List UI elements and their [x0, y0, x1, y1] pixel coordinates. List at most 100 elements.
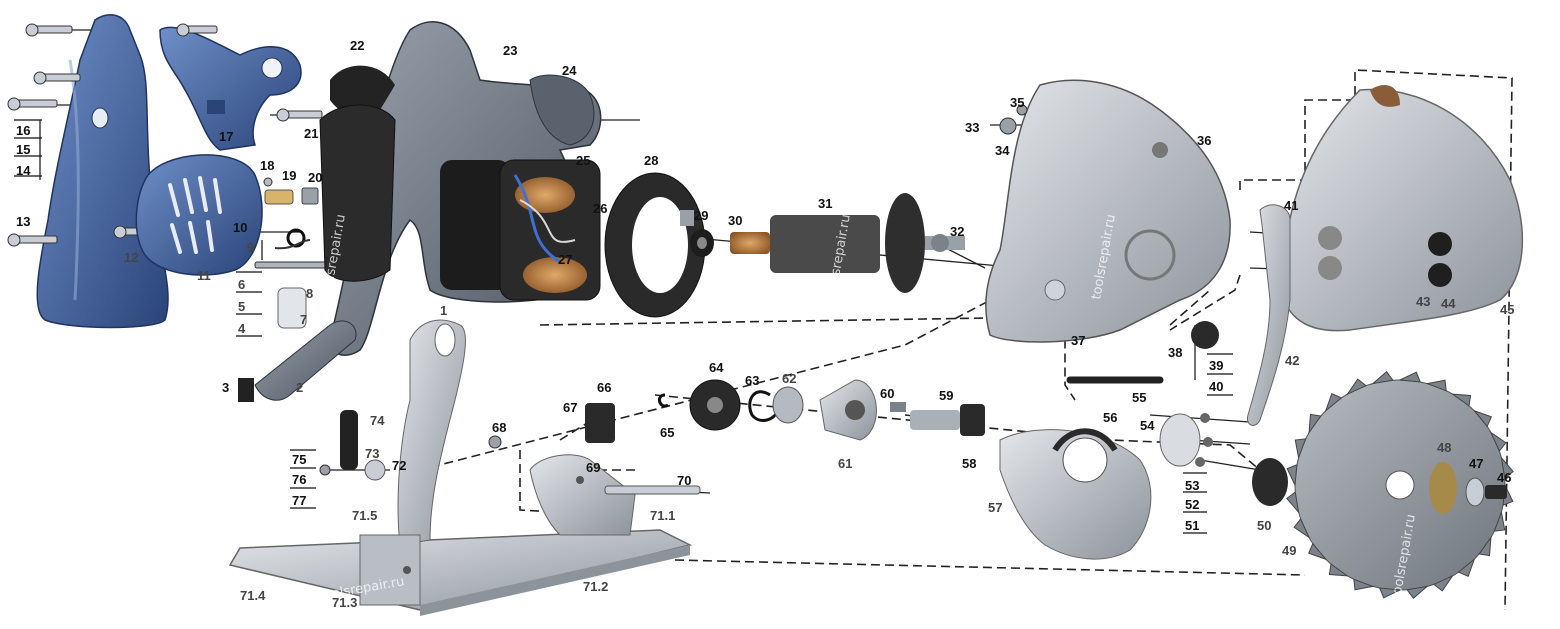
- part-label-5: 5: [238, 299, 245, 314]
- part-label-55: 55: [1132, 390, 1146, 405]
- part-label-39: 39: [1209, 358, 1223, 373]
- screws-left: [7, 23, 323, 247]
- guard-knobs: [1428, 232, 1452, 287]
- blade-tooth: [1328, 563, 1350, 577]
- blade-tooth: [1286, 463, 1298, 487]
- part-label-20: 20: [308, 170, 322, 185]
- part-label-74: 74: [370, 413, 385, 428]
- part-label-51: 51: [1185, 518, 1199, 533]
- switch-parts: [254, 177, 336, 329]
- saw-blade: [1286, 371, 1514, 599]
- part-label-31: 31: [818, 196, 832, 211]
- part-label-68: 68: [492, 420, 506, 435]
- part-label-69: 69: [586, 460, 600, 475]
- part-label-13: 13: [16, 214, 30, 229]
- part-label-43: 43: [1416, 294, 1430, 309]
- part-label-34: 34: [995, 143, 1010, 158]
- part-label-71-1: 71.1: [650, 508, 675, 523]
- part-label-59: 59: [939, 388, 953, 403]
- part-label-76: 76: [292, 472, 306, 487]
- blade-flanges: [1252, 458, 1507, 514]
- part-label-32: 32: [950, 224, 964, 239]
- knob-38: [1191, 321, 1219, 349]
- upper-blade-guard: [1281, 85, 1524, 332]
- part-label-37: 37: [1071, 333, 1085, 348]
- blade-tooth: [1294, 438, 1307, 460]
- part-label-77: 77: [292, 493, 306, 508]
- part-label-42: 42: [1285, 353, 1299, 368]
- part-label-71-4: 71.4: [240, 588, 266, 603]
- blade-tooth: [1478, 535, 1492, 557]
- blade-tooth: [1433, 574, 1454, 592]
- part-label-72: 72: [392, 458, 406, 473]
- part-label-54: 54: [1140, 418, 1155, 433]
- part-label-23: 23: [503, 43, 517, 58]
- part-label-71-2: 71.2: [583, 579, 608, 594]
- blade-tooth: [1346, 378, 1367, 396]
- part-label-64: 64: [709, 360, 724, 375]
- part-label-25: 25: [576, 153, 590, 168]
- part-label-36: 36: [1197, 133, 1211, 148]
- part-label-14: 14: [16, 163, 31, 178]
- part-label-49: 49: [1282, 543, 1296, 558]
- blade-tooth: [1307, 542, 1328, 561]
- part-label-38: 38: [1168, 345, 1182, 360]
- part-label-26: 26: [593, 201, 607, 216]
- part-label-8: 8: [306, 286, 313, 301]
- spring-and-washer: [1066, 376, 1213, 467]
- part-label-70: 70: [677, 473, 691, 488]
- part-label-56: 56: [1103, 410, 1117, 425]
- blade-tooth: [1308, 413, 1322, 435]
- part-label-28: 28: [644, 153, 658, 168]
- part-label-1: 1: [440, 303, 447, 318]
- motor-cover-vent: [135, 154, 263, 276]
- blade-tooth: [1293, 518, 1311, 539]
- part-label-17: 17: [219, 129, 233, 144]
- part-label-11: 11: [197, 268, 211, 283]
- part-label-71-5: 71.5: [352, 508, 377, 523]
- part-label-67: 67: [563, 400, 577, 415]
- part-label-12: 12: [124, 250, 138, 265]
- part-label-4: 4: [238, 321, 246, 336]
- part-label-47: 47: [1469, 456, 1483, 471]
- blade-tooth: [1406, 585, 1429, 599]
- part-label-71-3: 71.3: [332, 595, 357, 610]
- fan-baffle-ring: [604, 172, 706, 318]
- blade-tooth: [1500, 456, 1514, 479]
- part-label-53: 53: [1185, 478, 1199, 493]
- part-label-30: 30: [728, 213, 742, 228]
- part-label-58: 58: [962, 456, 976, 471]
- part-label-62: 62: [782, 371, 796, 386]
- lower-guard: [999, 428, 1152, 560]
- blade-tooth: [1371, 371, 1394, 385]
- blade-tooth: [1472, 409, 1493, 428]
- blade-tooth: [1286, 491, 1300, 514]
- part-label-60: 60: [880, 386, 894, 401]
- part-label-44: 44: [1441, 296, 1456, 311]
- part-label-19: 19: [282, 168, 296, 183]
- part-label-10: 10: [233, 220, 247, 235]
- part-label-66: 66: [597, 380, 611, 395]
- part-label-41: 41: [1284, 198, 1298, 213]
- bevel-parts: [319, 403, 701, 495]
- part-label-50: 50: [1257, 518, 1271, 533]
- part-label-16: 16: [16, 123, 30, 138]
- part-label-45: 45: [1500, 302, 1514, 317]
- part-label-22: 22: [350, 38, 364, 53]
- blade-tooth: [1353, 578, 1375, 591]
- part-label-65: 65: [660, 425, 674, 440]
- part-label-29: 29: [694, 208, 708, 223]
- auxiliary-handle: [238, 320, 357, 402]
- blade-tooth: [1457, 557, 1476, 578]
- part-label-52: 52: [1185, 497, 1199, 512]
- bearing-29: [690, 229, 714, 257]
- part-label-48: 48: [1437, 440, 1451, 455]
- part-label-2: 2: [296, 380, 303, 395]
- part-label-15: 15: [16, 142, 30, 157]
- part-label-61: 61: [838, 456, 852, 471]
- gearbox-parts: [657, 379, 985, 441]
- part-label-63: 63: [745, 373, 759, 388]
- part-label-24: 24: [562, 63, 577, 78]
- part-label-6: 6: [238, 277, 245, 292]
